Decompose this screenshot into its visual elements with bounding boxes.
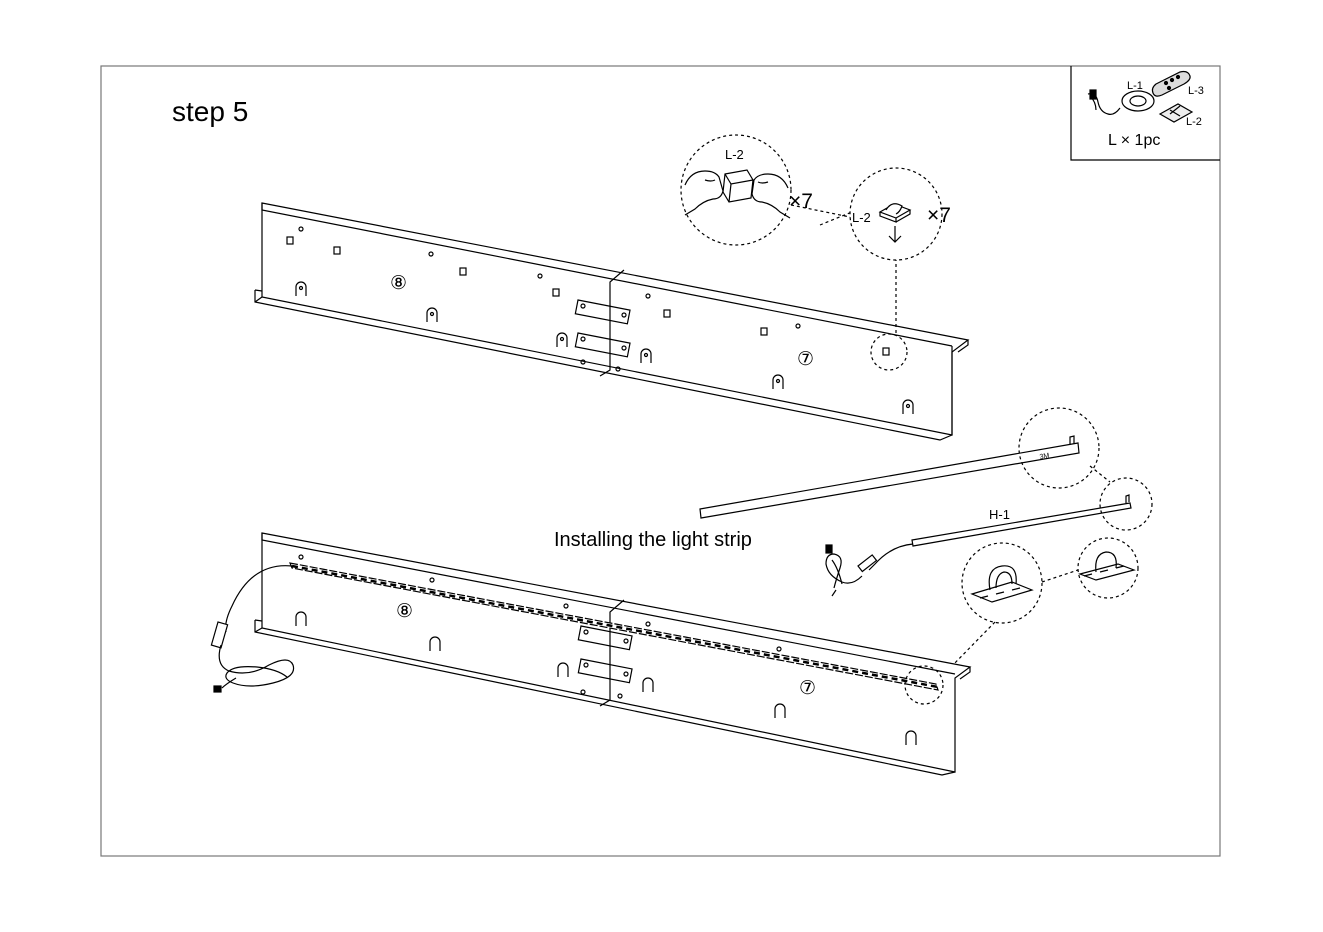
hand-callout-multiplier: ×7 (789, 190, 813, 213)
cable-coil-icon (1088, 90, 1154, 114)
parts-quantity: L × 1pc (1108, 132, 1160, 149)
clip-callout-multiplier: ×7 (927, 204, 951, 227)
clip-detail-callout (950, 538, 1138, 668)
light-strip-part-label: H-1 (989, 507, 1010, 522)
part-label-l3: L-3 (1188, 85, 1204, 97)
light-strip-caption: Installing the light strip (554, 529, 752, 551)
part-label-l2: L-2 (1186, 116, 1202, 128)
step-title: step 5 (172, 96, 248, 127)
panel-number-7-lower: ⑦ (799, 678, 816, 699)
hand-callout (681, 135, 852, 245)
panel-number-7-upper: ⑦ (797, 349, 814, 370)
hand-callout-label: L-2 (725, 147, 744, 162)
part-label-l1: L-1 (1127, 80, 1143, 92)
panel-number-8-upper: ⑧ (390, 273, 407, 294)
lower-panel-assembly (211, 533, 970, 775)
clip-callout-label: L-2 (852, 210, 871, 225)
tape-mark: 3M (1039, 452, 1050, 461)
remote-control-icon (1152, 72, 1190, 97)
parts-box: L-1 L-3 L-2 L × 1pc (1071, 66, 1220, 160)
panel-number-8-lower: ⑧ (396, 601, 413, 622)
page-frame (101, 66, 1220, 856)
